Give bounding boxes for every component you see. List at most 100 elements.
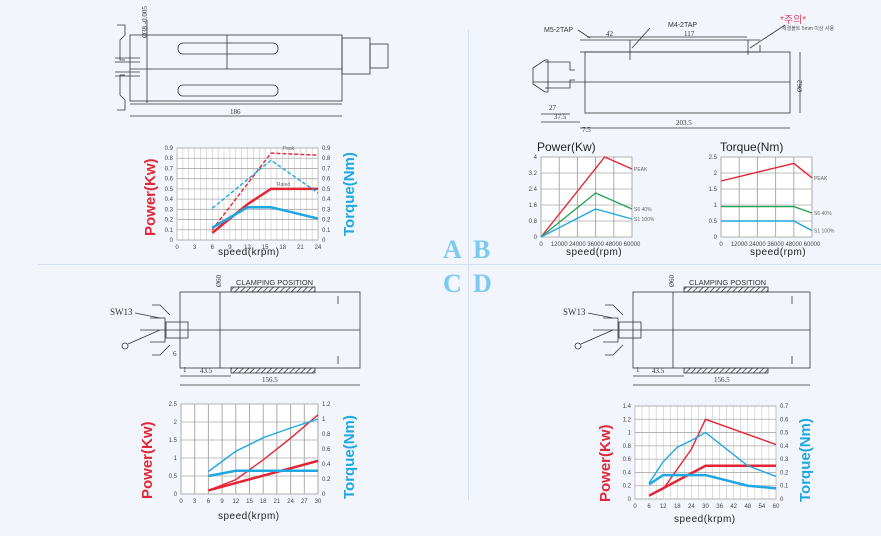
chart-a-y-tick: 0.8 (165, 156, 174, 162)
chart-a-series-torque-rated (211, 206, 319, 229)
chart-c-x-tick: 24 (287, 499, 294, 505)
chart-a-y-tick: 0.1 (165, 228, 174, 234)
chart-c-y-tick: 0 (174, 492, 178, 498)
dim-203-5: 203.5 (676, 119, 692, 127)
chart-a-y-tick: 0.6 (165, 177, 174, 183)
chart-b2-x-tick: 48000 (785, 242, 802, 248)
tap-m4-label: M4-2TAP (668, 22, 698, 29)
chart-b1-series-label: S1 100% (634, 217, 655, 223)
chart-d-y2-tick: 0.7 (780, 404, 789, 410)
chart-a-y-tick: 0.9 (165, 146, 174, 152)
chart-a-y2-tick: 0 (322, 238, 326, 244)
chart-b2-series-s6-40- (721, 205, 813, 214)
chart-d-series-power-rated (648, 464, 776, 497)
chart-b2-series-s1-100- (721, 220, 813, 232)
chart-b2-y-tick: 0.5 (709, 219, 718, 225)
chart-c-x-tick: 3 (193, 499, 197, 505)
chart-b1-y-tick: 0.8 (529, 219, 538, 225)
chart-d-y-tick: 0.2 (623, 484, 632, 490)
chart-d-y-tick: 1.2 (623, 417, 632, 423)
chart-c-y2-tick: 0.4 (322, 462, 331, 468)
chart-d-y-tick: 0.6 (623, 457, 632, 463)
chart-b2-x-tick: 36000 (767, 242, 784, 248)
chart-b2-series-label: S1 100% (814, 229, 835, 235)
chart-d-x-tick: 42 (730, 504, 737, 510)
chart-b2-x-tick: 0 (719, 242, 723, 248)
chart-c-y2-tick: 1 (322, 417, 326, 423)
dim-43-5-c: 43.5 (200, 367, 213, 375)
chart-d-x-tick: 30 (702, 504, 709, 510)
chart-a-y2-tick: 0.2 (322, 218, 331, 224)
chart-a-y-tick: 0.2 (165, 218, 174, 224)
chart-a-y-tick: 0.7 (165, 166, 174, 172)
chart-d-x-tick: 36 (716, 504, 723, 510)
chart-c-series-power-peak (208, 414, 319, 492)
chart-d-y2-tick: 0.3 (780, 457, 789, 463)
chart-c-xlabel: speed(krpm) (218, 511, 280, 522)
chart-a-y-tick: 0 (170, 238, 174, 244)
chart-c-series-torque-peak (207, 418, 319, 473)
quadrant-label-c: C (443, 269, 462, 298)
chart-a-x-tick: 3 (193, 245, 197, 251)
dim-1-c: 1 (183, 366, 187, 374)
chart-b2-x-tick: 12000 (731, 242, 748, 248)
chart-b2-y-tick: 1 (714, 203, 718, 209)
chart-c-y2-tick: 0 (322, 492, 326, 498)
chart-c-x-tick: 21 (274, 499, 281, 505)
chart-b1-xlabel: speed(rpm) (566, 247, 623, 258)
vertical-divider (468, 30, 469, 500)
dim-6-c: 6 (173, 350, 177, 358)
chart-b2-xlabel: speed(rpm) (750, 247, 807, 258)
chart-a-annotation-peak: Peak (283, 146, 295, 152)
chart-c-y-tick: 1 (174, 456, 178, 462)
chart-d-y2-tick: 0.4 (780, 444, 789, 450)
chart-c-x-tick: 12 (232, 499, 239, 505)
chart-d-x-tick: 0 (633, 504, 637, 510)
quadrant-label-d: D (473, 269, 492, 298)
chart-b1-plot-area (540, 156, 633, 238)
chart-d-x-tick: 18 (674, 504, 681, 510)
chart-b2-plot-area (720, 156, 813, 238)
horizontal-divider (38, 264, 881, 265)
dim-27: 27 (549, 104, 556, 112)
chart-b1-y-tick: 1.6 (529, 203, 538, 209)
chart-a-x-tick: 12 (244, 245, 251, 251)
chart-c-y2-tick: 0.2 (322, 477, 331, 483)
chart-a-y2-tick: 0.3 (322, 207, 331, 213)
chart-a-y2-tick: 0.9 (322, 146, 331, 152)
chart-b1-series-peak (540, 156, 633, 238)
chart-d-y2-tick: 0.6 (780, 417, 789, 423)
chart-a-x-tick: 6 (211, 245, 215, 251)
dim-117: 117 (684, 30, 695, 38)
dim-156-5-c: 156.5 (262, 376, 278, 384)
chart-a-y2-tick: 0.7 (322, 166, 331, 172)
chart-b1-x-tick: 60000 (624, 242, 641, 248)
chart-a-series-power-peak (211, 152, 319, 231)
chart-c-y-tick: 0.5 (169, 474, 178, 480)
caution-note: 체결볼트 5mm 이상 사용 (782, 26, 835, 32)
chart-c-x-tick: 15 (246, 499, 253, 505)
chart-d-series-torque-peak (648, 431, 777, 484)
chart-b1-series-label: PEAK (634, 167, 648, 173)
chart-b1-y-tick: 2.4 (529, 187, 538, 193)
dim-42: 42 (606, 30, 613, 38)
chart-d-series-torque-rated (648, 473, 777, 490)
chart-b1-series-s1-100- (540, 208, 633, 238)
dim-1-d: 1 (636, 366, 640, 374)
chart-a-xlabel: speed(krpm) (218, 247, 280, 258)
chart-d-x-tick: 6 (647, 504, 651, 510)
chart-a-y2-tick: 0.6 (322, 177, 331, 183)
chart-d-xlabel: speed(krpm) (674, 514, 736, 525)
chart-c-x-tick: 9 (220, 499, 224, 505)
chart-d-x-tick: 24 (688, 504, 695, 510)
chart-c-x-tick: 0 (179, 499, 183, 505)
chart-a-annotation-rated: Rated (277, 182, 291, 188)
chart-c-x-tick: 18 (260, 499, 267, 505)
chart-b1-y-tick: 0 (534, 235, 538, 241)
chart-d-y2-tick: 0 (780, 497, 784, 503)
chart-b2-y-tick: 2 (714, 171, 718, 177)
chart-b1-x-tick: 0 (539, 242, 543, 248)
